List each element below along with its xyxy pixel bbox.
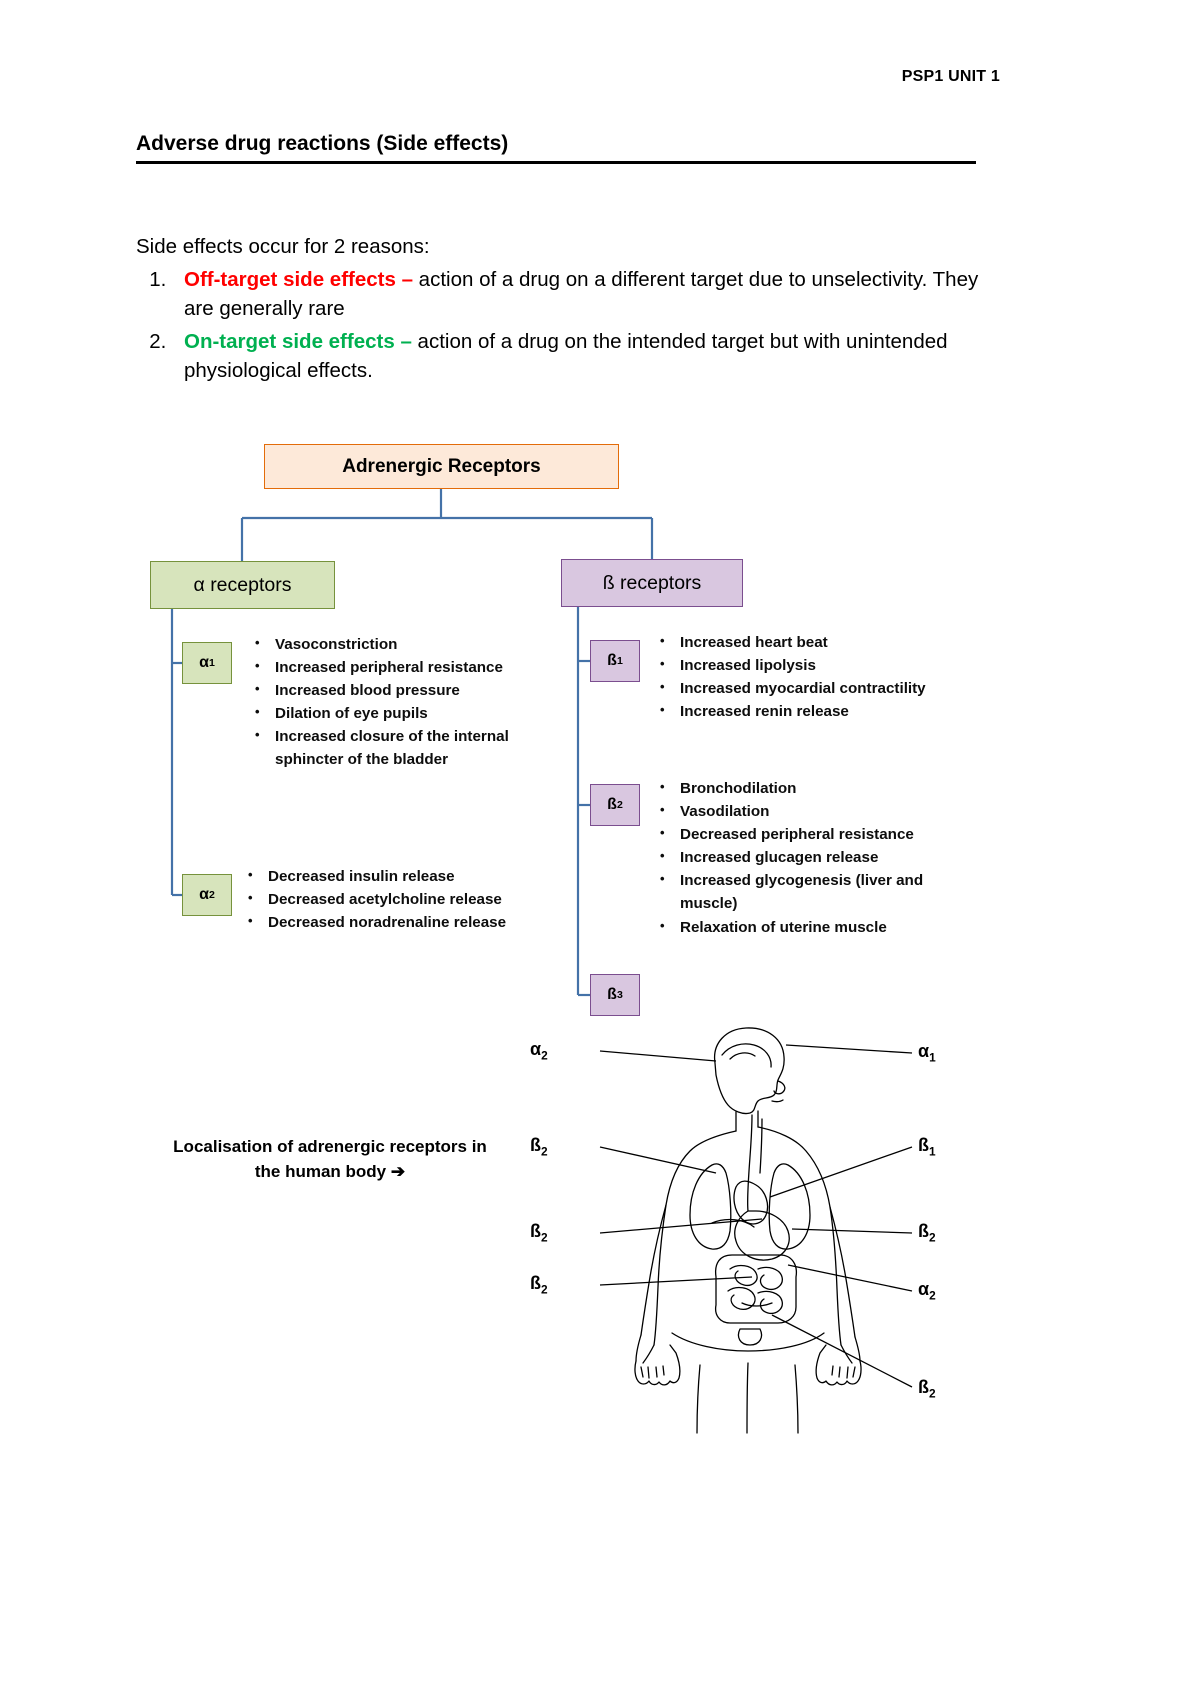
reason-item-2: On-target side effects – action of a dru…: [172, 327, 996, 385]
flowchart-connectors: [170, 489, 654, 997]
node-adrenergic-receptors[interactable]: Adrenergic Receptors: [264, 444, 619, 489]
effect-item: Decreased noradrenaline release: [248, 911, 526, 934]
effect-item: Increased myocardial contractility: [660, 677, 958, 700]
body-label-low-right: α2: [918, 1279, 936, 1303]
effect-item: Vasoconstriction: [255, 633, 553, 656]
beta2-symbol: ß: [607, 796, 617, 813]
beta1-effects: Increased heart beatIncreased lipolysisI…: [658, 631, 958, 723]
body-label-chest-right: ß1: [918, 1135, 936, 1159]
beta2-effects: BronchodilationVasodilationDecreased per…: [658, 777, 968, 939]
adrenergic-receptor-flowchart: Adrenergic Receptors α receptors ß recep…: [0, 430, 1200, 1050]
alpha1-symbol: α: [199, 654, 209, 671]
effect-item: Increased blood pressure: [255, 679, 553, 702]
human-body-svg: [599, 1027, 913, 1434]
reason-2-text: action of a drug on the intended target …: [184, 330, 948, 383]
effect-item: Vasodilation: [660, 800, 968, 823]
effect-item: Increased renin release: [660, 700, 958, 723]
effect-item: Increased glucagen release: [660, 846, 968, 869]
alpha2-symbol: α: [199, 886, 209, 903]
body-label-low-left: ß2: [530, 1273, 548, 1297]
body-label-head-right: α1: [918, 1041, 936, 1065]
reason-2-term: On-target side effects –: [184, 330, 412, 354]
effect-item: Decreased insulin release: [248, 865, 526, 888]
effect-item: Increased heart beat: [660, 631, 958, 654]
effect-item: Bronchodilation: [660, 777, 968, 800]
alpha2-effects: Decreased insulin releaseDecreased acety…: [246, 865, 526, 934]
beta2-effects-list: BronchodilationVasodilationDecreased per…: [658, 777, 968, 939]
caption-line-2: the human body: [254, 1161, 387, 1181]
intro-section: Side effects occur for 2 reasons: Off-ta…: [136, 232, 996, 386]
reasons-list: Off-target side effects – action of a dr…: [136, 265, 996, 385]
reason-1-term: Off-target side effects –: [184, 268, 413, 292]
beta1-effects-list: Increased heart beatIncreased lipolysisI…: [658, 631, 958, 723]
effect-item: Increased glycogenesis (liver and muscle…: [660, 869, 968, 915]
reason-1-text: action of a drug on a different target d…: [184, 268, 979, 321]
body-label-mid-right: ß2: [918, 1221, 936, 1245]
arrow-right-icon: ➔: [390, 1161, 406, 1181]
body-label-mid-left: ß2: [530, 1221, 548, 1245]
beta3-symbol: ß: [607, 986, 617, 1003]
alpha1-effects: VasoconstrictionIncreased peripheral res…: [253, 633, 553, 772]
body-label-head-left: α2: [530, 1039, 548, 1063]
body-label-chest-left: ß2: [530, 1135, 548, 1159]
reason-item-1: Off-target side effects – action of a dr…: [172, 265, 996, 323]
body-label-bottom-right: ß2: [918, 1377, 936, 1401]
effect-item: Decreased acetylcholine release: [248, 888, 526, 911]
node-beta-receptors[interactable]: ß receptors: [561, 559, 743, 607]
intro-lead: Side effects occur for 2 reasons:: [136, 235, 430, 258]
caption-line-1: Localisation of adrenergic receptors in: [173, 1137, 487, 1156]
page-title: Adverse drug reactions (Side effects): [136, 132, 509, 155]
page-header-unit: PSP1 UNIT 1: [901, 68, 1000, 85]
effect-item: Increased peripheral resistance: [255, 656, 553, 679]
effect-item: Decreased peripheral resistance: [660, 823, 968, 846]
title-divider: [136, 161, 976, 164]
effect-item: Dilation of eye pupils: [255, 702, 553, 725]
effect-item: Increased closure of the internal sphinc…: [255, 725, 553, 771]
node-alpha-receptors[interactable]: α receptors: [150, 561, 335, 609]
page-title-block: Adverse drug reactions (Side effects): [136, 132, 976, 164]
effect-item: Increased lipolysis: [660, 654, 958, 677]
effect-item: Relaxation of uterine muscle: [660, 916, 968, 939]
body-figure-caption: Localisation of adrenergic receptors in …: [140, 1135, 520, 1184]
alpha2-effects-list: Decreased insulin releaseDecreased acety…: [246, 865, 526, 934]
beta1-symbol: ß: [607, 652, 617, 669]
alpha1-effects-list: VasoconstrictionIncreased peripheral res…: [253, 633, 553, 772]
human-body-diagram: α2 α1 ß2 ß1 ß2 ß2 ß2 α2 ß2: [530, 1015, 970, 1435]
